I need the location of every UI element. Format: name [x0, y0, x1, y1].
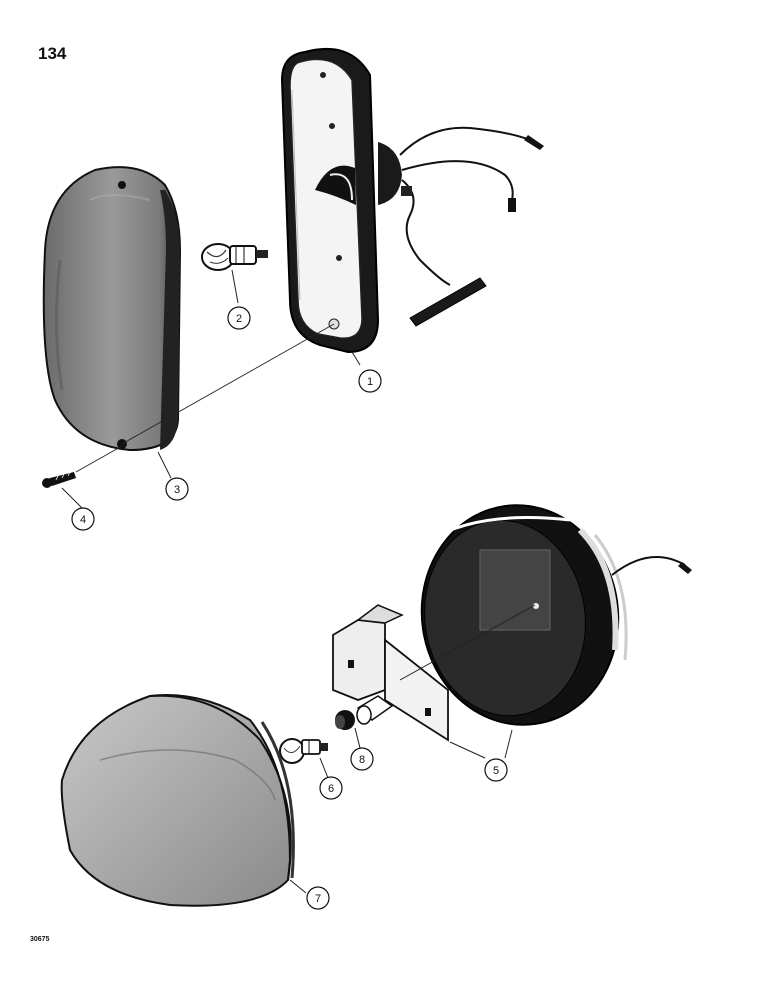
callout-label: 7 [315, 893, 321, 905]
screw-4 [42, 471, 76, 488]
callout-2: 2 [227, 306, 251, 330]
callout-label: 6 [328, 783, 334, 795]
callout-label: 4 [80, 514, 86, 526]
callout-5: 5 [484, 758, 508, 782]
callout-label: 5 [493, 765, 499, 777]
callout-3: 3 [165, 477, 189, 501]
callout-1: 1 [358, 369, 382, 393]
round-lens-7 [60, 694, 295, 907]
lamp-housing-1 [280, 47, 544, 354]
callout-label: 3 [174, 484, 180, 496]
lens-3 [42, 166, 182, 452]
callout-6: 6 [319, 776, 343, 800]
lamp-body-5 [420, 504, 692, 731]
bulb-6 [279, 738, 328, 764]
bulb-2 [201, 243, 268, 304]
callout-label: 8 [359, 754, 365, 766]
callout-7: 7 [306, 886, 330, 910]
callout-label: 2 [236, 313, 242, 325]
bulb-socket-8 [335, 695, 394, 730]
page-number: 134 [38, 44, 67, 63]
bracket-5 [332, 604, 449, 742]
figure-code: 30675 [30, 936, 50, 943]
callout-8: 8 [350, 747, 374, 771]
callout-label: 1 [367, 376, 373, 388]
callout-4: 4 [71, 507, 95, 531]
